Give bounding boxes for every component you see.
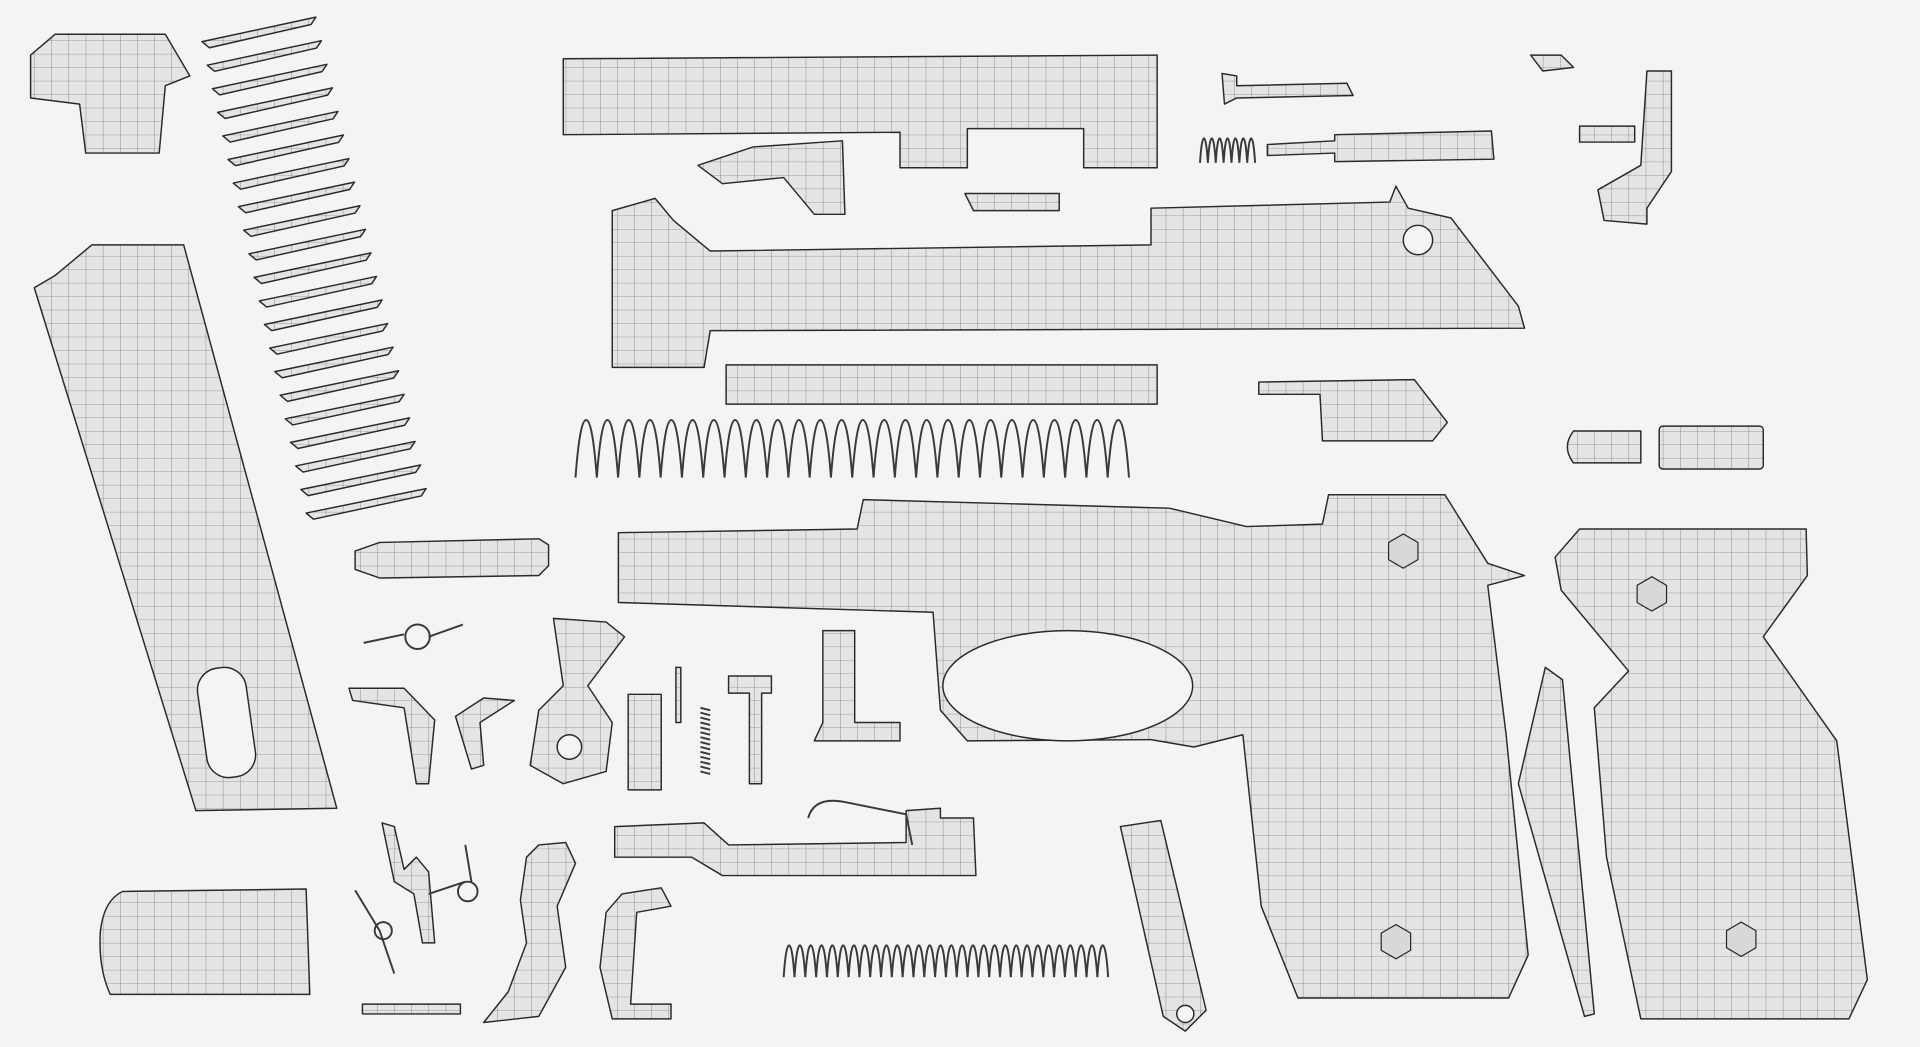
- ejector: [1258, 378, 1449, 442]
- safety-plunger: [1597, 70, 1673, 225]
- trigger: [482, 841, 577, 1024]
- spring-coil: [232, 157, 350, 190]
- torsion-spring: [354, 844, 473, 974]
- spring-coil: [300, 464, 422, 497]
- disconnector: [454, 697, 516, 770]
- grip-screw: [1387, 533, 1419, 569]
- mainspring-cap-bar: [1119, 819, 1207, 1032]
- spring-coil: [700, 706, 711, 775]
- magazine-spring: [201, 16, 427, 520]
- bar-pin-hole: [1176, 1004, 1195, 1024]
- firing-pin: [1266, 130, 1495, 163]
- magazine-floorplate: [99, 888, 311, 996]
- spring-coil: [201, 16, 317, 49]
- magazine-body: [33, 244, 338, 812]
- spring-coil: [248, 228, 367, 261]
- spring-coil: [294, 440, 416, 473]
- spring-coil: [279, 370, 400, 403]
- pin-cylinder: [627, 693, 662, 791]
- extractor-spring: [1199, 137, 1257, 163]
- spring-coil: [237, 181, 356, 214]
- mainspring: [782, 944, 1110, 978]
- pin: [1578, 125, 1636, 143]
- locking-block: [964, 192, 1060, 212]
- spring-coil: [222, 110, 339, 143]
- spring-coil: [305, 487, 427, 520]
- torsion-spring-coil: [373, 921, 393, 941]
- spring-coil: [574, 419, 1130, 478]
- spring-coil: [1199, 137, 1257, 163]
- hammer: [529, 617, 626, 785]
- trigger-bar-rod: [1517, 666, 1596, 1018]
- spring-coil: [263, 299, 383, 332]
- spring-coil: [242, 204, 361, 238]
- pin-bar: [361, 1003, 462, 1015]
- trigger-bar: [613, 807, 977, 877]
- spring-coil: [782, 944, 1110, 978]
- bullet: [1566, 430, 1642, 464]
- spring-coil: [206, 39, 323, 73]
- recoil-spring: [574, 419, 1130, 478]
- hammer-strut: [727, 675, 773, 785]
- magazine-window: [196, 666, 257, 779]
- guide-rod: [725, 364, 1158, 405]
- small-spring: [700, 706, 711, 775]
- magazine-catch: [599, 887, 672, 1020]
- grip-screw: [1636, 576, 1668, 612]
- spring-coil: [268, 322, 389, 355]
- extractor: [1221, 72, 1354, 105]
- torsion-spring-leg: [363, 623, 464, 644]
- slide-catch-lever: [697, 140, 846, 216]
- spring-coil: [289, 417, 411, 450]
- safety-block: [813, 629, 901, 742]
- trigger-guard-opening: [942, 629, 1194, 742]
- slide-pin-hole: [1402, 224, 1434, 256]
- spring-coil: [216, 87, 334, 120]
- spring-coil: [274, 346, 394, 379]
- cartridge-case: [1658, 425, 1764, 470]
- grip-screw: [1725, 921, 1757, 958]
- spring-coil: [227, 134, 345, 167]
- frame: [617, 493, 1529, 999]
- slide: [611, 185, 1526, 369]
- torsion-spring-coil: [456, 880, 479, 903]
- slide-stop: [354, 538, 550, 579]
- trigger-spring-wire: [807, 799, 914, 846]
- magazine-follower: [29, 33, 191, 154]
- spring-coil: [258, 275, 378, 308]
- safety-lever: [1529, 54, 1575, 72]
- small-pin: [675, 666, 682, 724]
- barrel: [562, 54, 1158, 169]
- hammer-pivot: [556, 734, 583, 760]
- hammer-release-lever: [381, 822, 436, 944]
- grip-panel: [1554, 528, 1869, 1020]
- spring-coil: [284, 393, 405, 426]
- sear: [348, 687, 436, 785]
- spring-coil: [253, 252, 372, 285]
- spring-coil: [211, 63, 328, 96]
- grip-screw: [1380, 923, 1412, 960]
